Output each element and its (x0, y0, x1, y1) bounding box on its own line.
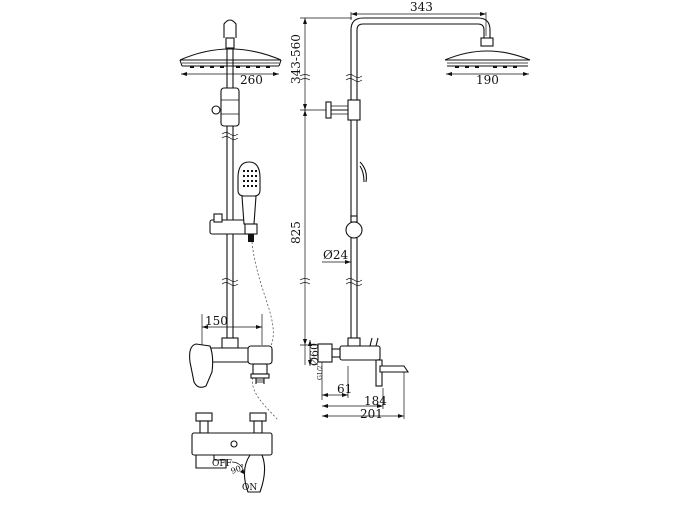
side-holder (345, 221, 363, 239)
front-mixer (189, 337, 273, 388)
right-eccentric (249, 412, 267, 422)
side-adjuster-knob (325, 101, 332, 119)
on-label: ON (242, 483, 257, 493)
side-spout (379, 365, 410, 373)
side-mixer (317, 337, 410, 400)
hand-shower (237, 161, 261, 225)
side-thread-label: G1/2 (317, 365, 324, 380)
shower-arm-inner (356, 23, 485, 80)
hose-connector (248, 234, 254, 242)
bath-mixer-body (191, 432, 273, 456)
diverter-button (230, 440, 238, 448)
off-label: OFF (212, 459, 232, 469)
bath-spout (195, 454, 227, 469)
bath-handle (243, 454, 266, 493)
side-offset-201-label: 201 (360, 407, 383, 421)
left-eccentric (195, 412, 213, 422)
holder-screw (213, 213, 223, 223)
side-offset-61-label: 61 (337, 382, 352, 396)
side-head-diameter-label: 190 (476, 73, 499, 87)
front-mixer-spacing-label: 150 (205, 314, 228, 328)
hose (251, 241, 279, 421)
head-connector (223, 19, 237, 38)
side-mixer-diameter-label: Ø60 (308, 343, 321, 366)
height-adjuster (220, 87, 240, 127)
front-shower-head (179, 48, 282, 68)
mixer-handle (189, 343, 214, 388)
angle-label: 90° (230, 463, 246, 476)
side-mixer-body (339, 345, 381, 361)
bath-mixer-top-view: OFF 90° ON (191, 412, 273, 493)
hand-shower-cone (244, 223, 258, 235)
side-shower-head (444, 50, 531, 68)
front-head-diameter-label: 260 (240, 73, 263, 87)
side-rail-height-label: 825 (289, 221, 303, 244)
side-arm-length-label: 343 (410, 0, 433, 14)
adjuster-knob (211, 105, 221, 115)
shower-arm-outer (350, 17, 491, 80)
side-view: 343 190 (289, 0, 531, 421)
side-offset-184-label: 184 (364, 394, 387, 408)
front-view: 260 (179, 19, 282, 493)
side-height-range-label: 343-560 (289, 34, 303, 84)
head-nut (225, 37, 235, 49)
side-pipe-diameter-label: Ø24 (323, 248, 348, 262)
side-adjuster (347, 99, 361, 121)
side-lever (375, 359, 383, 387)
side-hand-shower (359, 161, 367, 183)
side-head-nut (480, 37, 494, 47)
